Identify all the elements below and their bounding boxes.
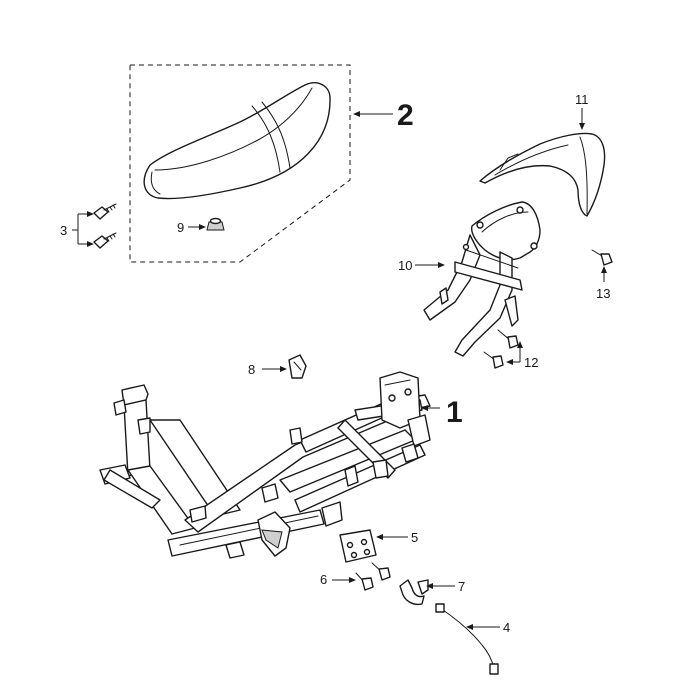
seat-assembly-group (129, 64, 351, 263)
callout-1: 1 (421, 396, 463, 429)
svg-text:12: 12 (524, 355, 538, 370)
mounting-plate[interactable] (339, 529, 377, 563)
callout-3: 3 (60, 211, 94, 247)
svg-text:4: 4 (503, 620, 510, 635)
rear-carrier-bracket[interactable] (423, 201, 541, 357)
svg-text:3: 3 (60, 223, 67, 238)
callout-9: 9 (177, 220, 206, 235)
callout-5: 5 (376, 530, 418, 545)
cable[interactable] (435, 603, 499, 675)
seat-assembly-boundary (129, 64, 351, 263)
callout-7: 7 (426, 579, 465, 594)
seat-bolt-lower[interactable] (93, 232, 117, 249)
callout-8: 8 (248, 362, 287, 377)
seat-rubber-bumper[interactable] (206, 217, 225, 231)
plate-bolt-lower[interactable] (355, 572, 374, 591)
svg-text:13: 13 (596, 286, 610, 301)
clip-nut[interactable] (288, 354, 307, 379)
svg-text:8: 8 (248, 362, 255, 377)
plate-bolt-upper[interactable] (371, 562, 391, 581)
svg-text:6: 6 (320, 572, 327, 587)
callout-10: 10 (398, 258, 445, 273)
svg-text:11: 11 (575, 92, 589, 107)
callout-11: 11 (575, 92, 589, 130)
svg-text:10: 10 (398, 258, 412, 273)
callout-13: 13 (596, 266, 610, 301)
bracket-bolt-lower[interactable] (483, 351, 504, 369)
svg-text:1: 1 (446, 396, 463, 429)
seat-bolt-upper[interactable] (93, 203, 117, 220)
svg-text:9: 9 (177, 220, 184, 235)
cover-screw[interactable] (591, 249, 613, 266)
rear-cover[interactable] (479, 132, 606, 217)
svg-text:2: 2 (397, 99, 414, 132)
callout-4: 4 (466, 620, 510, 635)
bracket-bolt-upper[interactable] (497, 329, 519, 349)
seat[interactable] (143, 82, 331, 200)
callout-6: 6 (320, 572, 356, 587)
svg-text:7: 7 (458, 579, 465, 594)
callout-12: 12 (506, 341, 538, 370)
clamp-bracket[interactable] (399, 579, 429, 606)
main-frame[interactable] (99, 371, 431, 559)
svg-text:5: 5 (411, 530, 418, 545)
callout-2: 2 (353, 99, 414, 132)
